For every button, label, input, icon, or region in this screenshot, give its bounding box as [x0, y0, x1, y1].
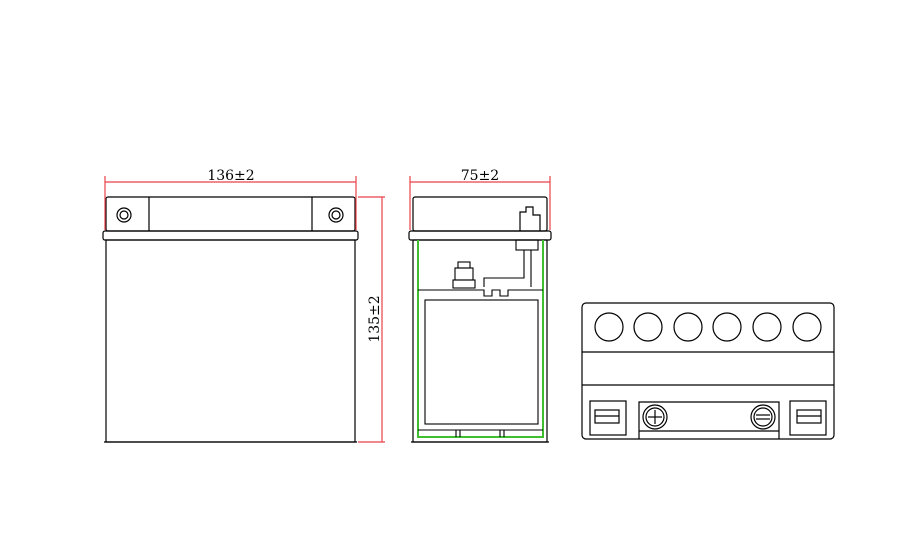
terminal-strap: [483, 249, 532, 287]
front-width-dimension: [104, 176, 357, 230]
top-outline: [581, 302, 835, 440]
front-width-label: 136±2: [207, 168, 254, 184]
front-right-hole-icon: [328, 207, 344, 223]
side-lid-notch: [519, 206, 541, 231]
top-view: [581, 302, 835, 440]
vent-cap-icon: [594, 312, 624, 342]
side-lid-band: [408, 230, 552, 241]
vent-cap-icon: [792, 312, 822, 342]
front-lid: [105, 196, 356, 232]
front-lid-band: [102, 230, 359, 241]
plus-circle-icon: [642, 404, 668, 430]
side-internal: [418, 239, 543, 437]
front-body: [105, 239, 356, 443]
side-view: [408, 196, 552, 443]
minus-circle-icon: [750, 404, 776, 430]
left-terminal-block: [589, 400, 627, 436]
cell-top: [418, 289, 543, 297]
right-terminal-block: [789, 400, 827, 436]
side-width-label: 75±2: [461, 168, 499, 184]
vent-cap-icon: [752, 312, 782, 342]
front-left-hole-icon: [116, 207, 132, 223]
vent-cap-icon: [712, 312, 742, 342]
cell-plate: [424, 299, 539, 425]
height-label: 135±2: [367, 295, 383, 342]
strap-cap: [515, 239, 539, 251]
terminal-post-icon: [452, 261, 476, 289]
front-view: [102, 196, 359, 443]
side-width-dimension: [409, 176, 551, 230]
height-dimension: [358, 196, 385, 443]
side-inner-wall: [417, 240, 544, 438]
side-body: [412, 239, 548, 443]
terminal-recess: [638, 401, 780, 439]
side-lid: [412, 196, 548, 232]
vent-cap-icon: [633, 312, 663, 342]
vent-cap-icon: [673, 312, 703, 342]
